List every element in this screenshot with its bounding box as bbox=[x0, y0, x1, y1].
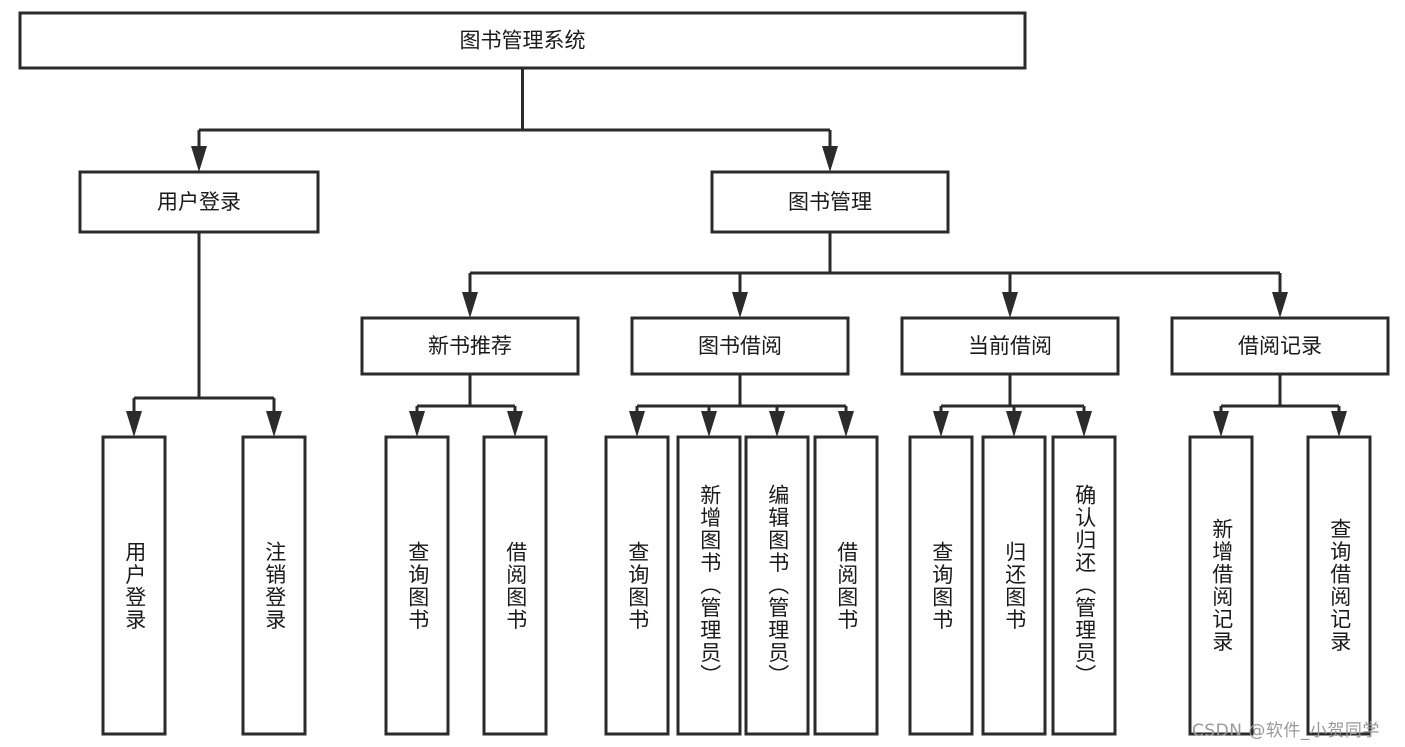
node-box-current-borrow[interactable] bbox=[900, 316, 1120, 376]
node-label-book-borrow: 图书借阅 bbox=[698, 334, 782, 358]
node-box-new-book-recommend[interactable] bbox=[360, 316, 580, 376]
edge-cb-leaf1-arrow-icon bbox=[933, 411, 949, 437]
node-leaf-query-book-1[interactable] bbox=[384, 435, 450, 736]
node-box-user-login[interactable] bbox=[78, 170, 320, 234]
node-label-borrow-record: 借阅记录 bbox=[1238, 334, 1322, 358]
node-book-manage[interactable]: 图书管理 bbox=[710, 170, 950, 234]
edge-cb-leaf2-arrow-icon bbox=[1006, 411, 1022, 437]
node-box-leaf-user-login[interactable] bbox=[101, 435, 167, 736]
edge-br-leaf1-arrow-icon bbox=[1213, 411, 1229, 437]
edge-root-user-login-arrow-icon bbox=[191, 146, 207, 172]
node-label-book-manage: 图书管理 bbox=[788, 190, 872, 214]
node-label-new-book-recommend: 新书推荐 bbox=[428, 334, 512, 358]
node-box-leaf-logout-login[interactable] bbox=[241, 435, 307, 736]
node-leaf-query-borrow-record[interactable] bbox=[1306, 435, 1372, 736]
edge-br-leaf2-arrow-icon bbox=[1331, 411, 1347, 437]
node-box-leaf-add-borrow-record[interactable] bbox=[1188, 435, 1254, 736]
node-leaf-edit-book-admin[interactable] bbox=[744, 435, 810, 736]
node-box-leaf-add-book-admin[interactable] bbox=[676, 435, 742, 736]
node-current-borrow[interactable]: 当前借阅 bbox=[900, 316, 1120, 376]
edge-bb-leaf3-arrow-icon bbox=[769, 411, 785, 437]
watermark-text: CSDN @软件_小贺同学 bbox=[1192, 721, 1380, 741]
node-user-login[interactable]: 用户登录 bbox=[78, 170, 320, 234]
node-root[interactable]: 图书管理系统 bbox=[18, 11, 1027, 70]
node-box-leaf-borrow-book-2[interactable] bbox=[813, 435, 879, 736]
node-leaf-query-book-3[interactable] bbox=[908, 435, 974, 736]
edge-bm-current-borrow-arrow-icon bbox=[1002, 292, 1018, 318]
edges-layer bbox=[126, 68, 1347, 437]
node-box-leaf-borrow-book-1[interactable] bbox=[482, 435, 548, 736]
node-box-leaf-query-borrow-record[interactable] bbox=[1306, 435, 1372, 736]
edge-cb-leaf3-arrow-icon bbox=[1076, 411, 1092, 437]
edge-ul-leaf2-arrow-icon bbox=[266, 411, 282, 437]
node-new-book-recommend[interactable]: 新书推荐 bbox=[360, 316, 580, 376]
edge-bb-leaf1-arrow-icon bbox=[629, 411, 645, 437]
edge-nb-leaf2-arrow-icon bbox=[507, 411, 523, 437]
edge-bb-leaf4-arrow-icon bbox=[838, 411, 854, 437]
node-leaf-borrow-book-2[interactable] bbox=[813, 435, 879, 736]
node-box-leaf-query-book-3[interactable] bbox=[908, 435, 974, 736]
node-leaf-add-book-admin[interactable] bbox=[676, 435, 742, 736]
node-leaf-borrow-book-1[interactable] bbox=[482, 435, 548, 736]
node-box-leaf-query-book-2[interactable] bbox=[604, 435, 670, 736]
node-box-leaf-confirm-return-admin[interactable] bbox=[1051, 435, 1117, 736]
node-book-borrow[interactable]: 图书借阅 bbox=[630, 316, 850, 376]
node-leaf-logout-login[interactable] bbox=[241, 435, 307, 736]
node-leaf-add-borrow-record[interactable] bbox=[1188, 435, 1254, 736]
node-label-user-login: 用户登录 bbox=[157, 190, 241, 214]
edge-nb-leaf1-arrow-icon bbox=[409, 411, 425, 437]
edge-bm-new-book-arrow-icon bbox=[462, 292, 478, 318]
node-box-leaf-return-book[interactable] bbox=[981, 435, 1047, 736]
edge-bm-borrow-record-arrow-icon bbox=[1272, 292, 1288, 318]
node-label-root: 图书管理系统 bbox=[460, 29, 586, 53]
node-box-root[interactable] bbox=[18, 11, 1027, 70]
edge-bm-book-borrow-arrow-icon bbox=[732, 292, 748, 318]
edge-bb-leaf2-arrow-icon bbox=[701, 411, 717, 437]
node-leaf-query-book-2[interactable] bbox=[604, 435, 670, 736]
node-leaf-confirm-return-admin[interactable] bbox=[1051, 435, 1117, 736]
node-leaf-user-login[interactable] bbox=[101, 435, 167, 736]
node-label-current-borrow: 当前借阅 bbox=[968, 334, 1052, 358]
node-box-borrow-record[interactable] bbox=[1170, 316, 1390, 376]
node-box-book-borrow[interactable] bbox=[630, 316, 850, 376]
node-box-leaf-query-book-1[interactable] bbox=[384, 435, 450, 736]
node-box-book-manage[interactable] bbox=[710, 170, 950, 234]
node-leaf-return-book[interactable] bbox=[981, 435, 1047, 736]
edge-ul-leaf1-arrow-icon bbox=[126, 411, 142, 437]
node-box-leaf-edit-book-admin[interactable] bbox=[744, 435, 810, 736]
node-borrow-record[interactable]: 借阅记录 bbox=[1170, 316, 1390, 376]
edge-root-book-manage-arrow-icon bbox=[822, 146, 838, 172]
